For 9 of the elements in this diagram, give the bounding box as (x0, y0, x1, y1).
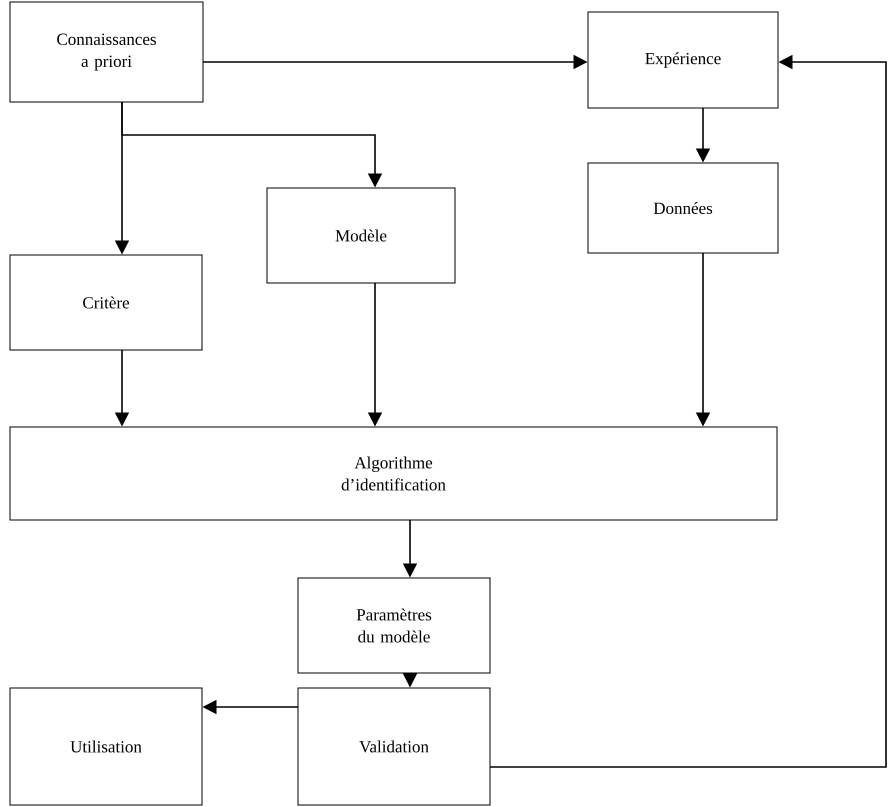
process-box: Paramètres du modèle (298, 578, 490, 674)
process-box: Validation (298, 688, 490, 806)
process-box: Expérience (588, 12, 778, 108)
process-box: Critère (10, 254, 202, 350)
process-box: Données (588, 162, 778, 254)
process-box: Utilisation (10, 688, 202, 806)
process-box: Algorithme d’identification (10, 426, 778, 520)
process-box: Connaissances a priori (10, 2, 204, 102)
process-box: Modèle (266, 188, 456, 284)
